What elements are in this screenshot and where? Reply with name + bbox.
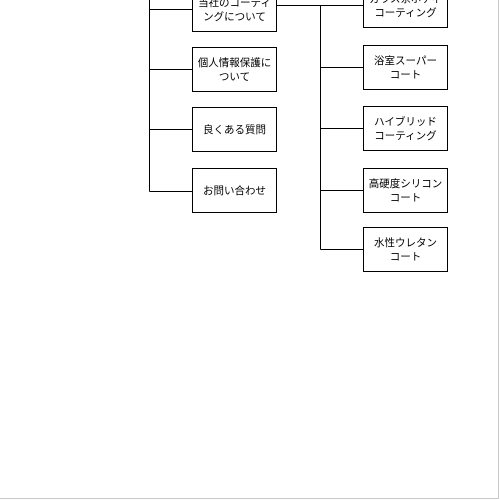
node-coating-about: 当社のコーティ ングについて [192,0,277,32]
node-label: 個人情報保護に ついて [197,56,272,83]
node-label: ガラス系ボディ コーティング [369,0,442,19]
node-water-based-urethane-coat: 水性ウレタン コート [363,227,448,272]
node-label: 高硬度シリコン コート [368,177,443,204]
node-hybrid-coating: ハイブリッド コーティング [363,106,448,151]
node-label: 水性ウレタン コート [374,236,437,263]
node-label: ハイブリッド コーティング [374,115,437,142]
node-label: 浴室スーパー コート [374,54,437,81]
node-contact: お問い合わせ [192,168,277,213]
node-label: 当社のコーティ ングについて [198,0,271,23]
node-label: お問い合わせ [203,184,266,197]
node-privacy-policy: 個人情報保護に ついて [192,47,277,92]
node-faq: 良くある質問 [192,107,277,152]
node-high-hardness-silicone-coat: 高硬度シリコン コート [363,168,448,213]
node-label: 良くある質問 [203,123,266,136]
node-bathroom-super-coat: 浴室スーパー コート [363,45,448,90]
node-glass-body-coating: ガラス系ボディ コーティング [363,0,448,28]
